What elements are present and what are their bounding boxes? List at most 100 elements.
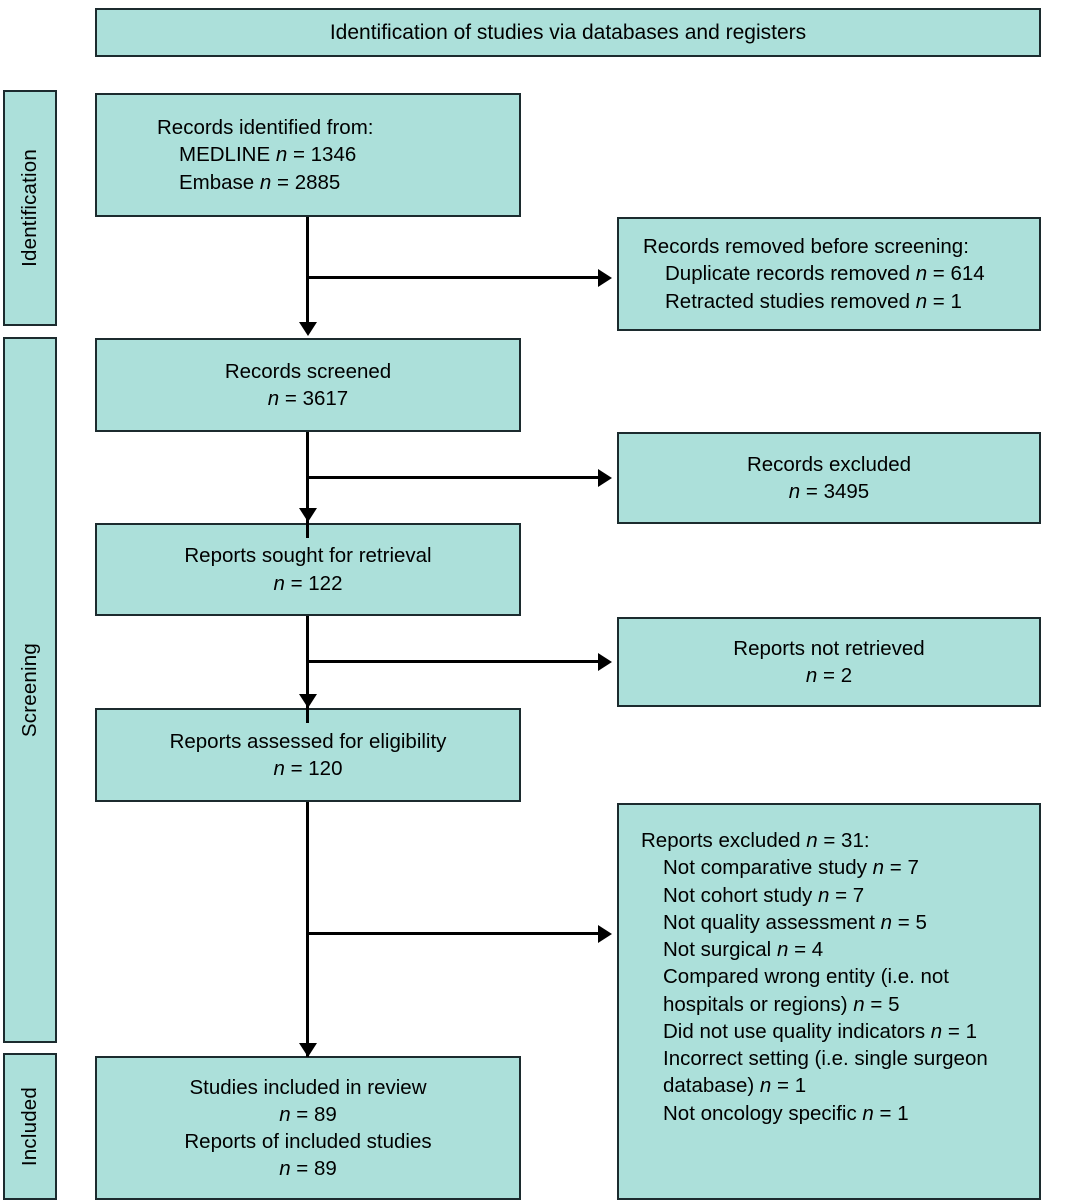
equals-sign: =: [823, 664, 835, 687]
box-reports-assessed-for-eligibility: Reports assessed for eligibility n = 120: [95, 708, 521, 802]
n-italic: n: [806, 829, 818, 852]
connector-assessed-to-reports-excluded: [306, 932, 599, 935]
box-reports-sought-for-retrieval: Reports sought for retrieval n = 122: [95, 523, 521, 616]
stage-label-screening: Screening: [3, 337, 57, 1043]
reports-excluded-reason: Incorrect setting (i.e. single surgeon d…: [641, 1045, 1033, 1100]
records-identified-embase-label: Embase: [179, 170, 255, 194]
connector-sought-to-not-retrieved: [306, 660, 599, 663]
reports-sought-n: 122: [308, 571, 343, 595]
reports-excluded-reason-label: Not quality assessment: [663, 910, 875, 934]
records-removed-duplicates-label: Duplicate records removed: [665, 262, 910, 286]
records-removed-retracted-n: 1: [950, 289, 962, 313]
records-identified-medline-label: MEDLINE: [179, 143, 271, 167]
reports-excluded-reason-n: 7: [907, 856, 919, 880]
reports-excluded-heading-n: 31: [841, 829, 864, 852]
n-italic: n: [805, 664, 818, 687]
reports-excluded-reason: Not cohort study n = 7: [641, 882, 1033, 909]
stage-label-included: Included: [3, 1053, 57, 1200]
n-italic: n: [788, 480, 801, 503]
reports-excluded-reason-n: 7: [852, 883, 865, 907]
reports-excluded-reason-n: 1: [965, 1019, 977, 1043]
box-studies-included-in-review: Studies included in review n = 89 Report…: [95, 1056, 521, 1200]
n-italic: n: [930, 1019, 943, 1043]
records-removed-retracted: Retracted studies removed n = 1: [643, 288, 1029, 315]
equals-sign: =: [284, 387, 297, 410]
stage-label-identification: Identification: [3, 90, 57, 326]
equals-sign: =: [296, 1102, 309, 1126]
connector-identified-to-screened: [306, 217, 309, 324]
connector-identified-to-removed: [306, 276, 599, 279]
equals-sign: =: [805, 480, 818, 503]
records-removed-duplicates: Duplicate records removed n = 614: [643, 260, 1029, 287]
box-records-screened: Records screened n = 3617: [95, 338, 521, 432]
equals-sign: =: [794, 938, 807, 961]
n-italic: n: [273, 571, 285, 595]
arrow-screened-to-sought: [298, 508, 317, 522]
n-italic: n: [915, 289, 928, 313]
records-removed-retracted-label: Retracted studies removed: [665, 289, 910, 313]
box-reports-excluded: Reports excluded n = 31: Not comparative…: [617, 803, 1041, 1200]
arrow-sought-to-assessed: [298, 694, 317, 708]
arrow-assessed-to-included: [298, 1043, 317, 1057]
equals-sign: =: [835, 883, 848, 907]
n-italic: n: [776, 938, 789, 961]
n-italic: n: [259, 170, 272, 194]
arrow-screened-to-excluded: [598, 468, 612, 487]
reports-excluded-reason-n: 1: [794, 1074, 807, 1098]
reports-excluded-reason: Not surgical n = 4: [641, 936, 1033, 963]
header-banner: Identification of studies via databases …: [95, 8, 1041, 57]
studies-included-n2: 89: [313, 1157, 337, 1181]
records-excluded-count: n = 3495: [629, 478, 1029, 505]
connector-assessed-to-included: [306, 802, 309, 1057]
reports-excluded-reason: Not comparative study n = 7: [641, 854, 1033, 881]
reports-sought-count: n = 122: [107, 570, 509, 597]
stage-label-included-text: Included: [18, 1086, 41, 1167]
equals-sign: =: [947, 1019, 960, 1043]
records-identified-embase: Embase n = 2885: [157, 169, 509, 196]
reports-excluded-heading-colon: :: [863, 829, 870, 852]
reports-excluded-reason-label: Did not use quality indicators: [663, 1019, 926, 1043]
reports-excluded-reason-n: 5: [915, 910, 927, 934]
header-title: Identification of studies via databases …: [329, 20, 807, 44]
n-italic: n: [759, 1074, 772, 1098]
n-italic: n: [853, 992, 865, 1016]
reports-excluded-heading-label: Reports excluded: [641, 829, 801, 852]
reports-excluded-reason: Compared wrong entity (i.e. not hospital…: [641, 963, 1033, 1018]
reports-excluded-reason-label: Not oncology specific: [663, 1101, 857, 1125]
reports-excluded-reason: Not oncology specific n = 1: [641, 1100, 1033, 1127]
n-italic: n: [279, 1157, 291, 1181]
reports-assessed-line1: Reports assessed for eligibility: [169, 729, 447, 753]
n-italic: n: [279, 1102, 291, 1126]
reports-not-retrieved-n: 2: [840, 664, 853, 687]
reports-assessed-n: 120: [308, 757, 343, 780]
reports-excluded-reason-label: Not surgical: [663, 938, 772, 961]
arrow-sought-to-not-retrieved: [598, 652, 612, 671]
studies-included-n1: 89: [313, 1102, 337, 1126]
box-reports-not-retrieved: Reports not retrieved n = 2: [617, 617, 1041, 707]
equals-sign: =: [889, 856, 902, 880]
n-italic: n: [817, 883, 830, 907]
records-identified-embase-n: 2885: [294, 170, 341, 194]
stage-label-identification-text: Identification: [18, 149, 41, 267]
reports-excluded-reason-label: Not cohort study: [663, 883, 813, 907]
reports-excluded-reason: Not quality assessment n = 5: [641, 909, 1033, 936]
records-identified-medline-n: 1346: [310, 143, 357, 167]
arrow-assessed-to-reports-excluded: [598, 924, 612, 943]
reports-not-retrieved-count: n = 2: [629, 662, 1029, 689]
reports-excluded-reason: Did not use quality indicators n = 1: [641, 1018, 1033, 1045]
equals-sign: =: [823, 829, 836, 852]
reports-excluded-reason-n: 1: [897, 1101, 909, 1125]
box-records-excluded: Records excluded n = 3495: [617, 432, 1041, 524]
reports-excluded-reason-n: 5: [888, 992, 900, 1016]
connector-screened-to-sought: [306, 432, 309, 538]
records-removed-line1: Records removed before screening:: [643, 235, 969, 259]
equals-sign: =: [879, 1101, 892, 1125]
arrow-identified-to-removed: [598, 268, 612, 287]
n-italic: n: [880, 910, 893, 934]
records-screened-count: n = 3617: [107, 385, 509, 412]
stage-label-screening-text: Screening: [18, 642, 41, 738]
box-records-removed-before-screening: Records removed before screening: Duplic…: [617, 217, 1041, 331]
records-identified-line1: Records identified from:: [157, 116, 374, 140]
